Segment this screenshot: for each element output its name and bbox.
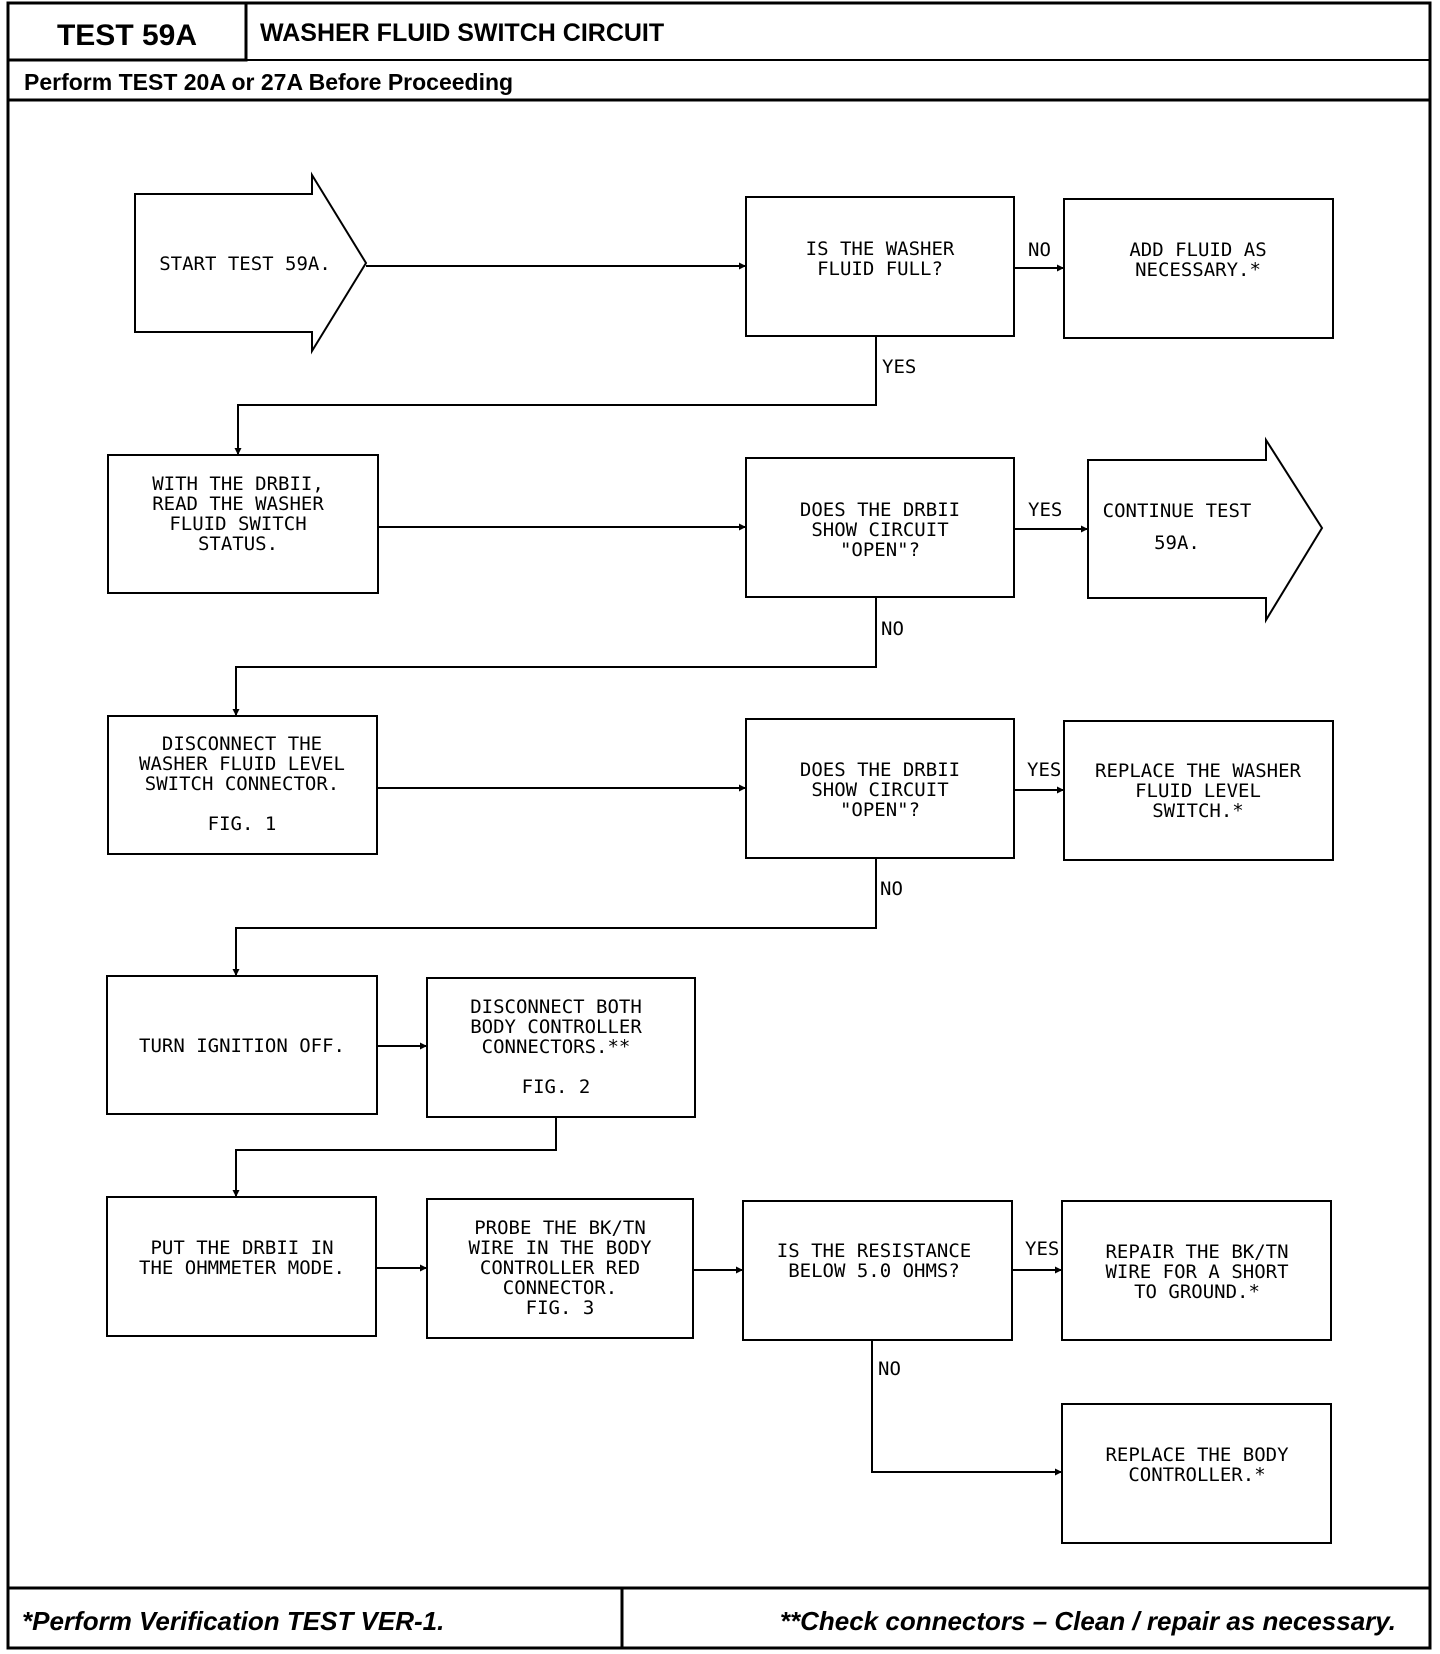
node-text-line: SHOW CIRCUIT — [811, 779, 948, 801]
label-open1-no: NO — [881, 618, 904, 640]
node-text-line: REPLACE THE WASHER — [1095, 760, 1301, 782]
node-text-line: CONTROLLER RED — [480, 1257, 640, 1279]
node-replace-switch — [1063, 720, 1334, 861]
page-frame — [6, 1, 1432, 1650]
edge-full-yes — [234, 336, 877, 455]
node-text-line: PUT THE DRBII IN — [150, 1237, 333, 1259]
page-subtitle: Perform TEST 20A or 27A Before Proceedin… — [24, 69, 513, 95]
node-text-line: DISCONNECT BOTH — [470, 996, 642, 1018]
node-replace-bc — [1061, 1403, 1332, 1544]
node-text-line: REPAIR THE BK/TN — [1105, 1241, 1288, 1263]
label-full-yes: YES — [882, 356, 916, 378]
edge-open1-no — [232, 597, 877, 716]
node-ohm-mode — [106, 1196, 377, 1337]
node-q-open1 — [745, 457, 1015, 598]
node-probe — [426, 1198, 694, 1339]
footer-note-right: **Check connectors – Clean / repair as n… — [780, 1606, 1396, 1636]
node-read-status — [107, 454, 379, 594]
node-text-line: FLUID LEVEL — [1135, 780, 1261, 802]
node-text-line: CONTROLLER.* — [1128, 1464, 1265, 1486]
test-id: TEST 59A — [57, 19, 197, 52]
node-add-fluid — [1063, 198, 1334, 339]
edge-open2-no — [232, 858, 877, 976]
node-text-line: FIG. 1 — [208, 813, 277, 835]
node-text-line: TURN IGNITION OFF. — [139, 1035, 345, 1057]
node-q-open2 — [745, 718, 1015, 859]
node-text-line: FLUID FULL? — [817, 258, 943, 280]
node-text-line: DISCONNECT THE — [162, 733, 322, 755]
label-resist-yes: YES — [1025, 1238, 1059, 1260]
node-text-line: IS THE WASHER — [806, 238, 955, 260]
node-text-line: DOES THE DRBII — [800, 759, 960, 781]
page-title: WASHER FLUID SWITCH CIRCUIT — [260, 19, 664, 47]
node-text-line: "OPEN"? — [840, 799, 920, 821]
node-disconnect-bc — [426, 977, 696, 1118]
footer-note-left: *Perform Verification TEST VER-1. — [22, 1606, 444, 1636]
node-text-line: WASHER FLUID LEVEL — [139, 753, 345, 775]
node-text-line: "OPEN"? — [840, 539, 920, 561]
start-arrow — [134, 171, 368, 355]
label-open2-no: NO — [880, 878, 903, 900]
label-open2-yes: YES — [1027, 759, 1061, 781]
node-text-line: WIRE FOR A SHORT — [1105, 1261, 1288, 1283]
node-text-line: REPLACE THE BODY — [1105, 1444, 1289, 1466]
node-text-line: FIG. 2 — [522, 1076, 591, 1098]
node-text-line: PROBE THE BK/TN — [474, 1217, 646, 1239]
node-ign-off — [106, 975, 378, 1115]
node-text-line: CONTINUE TEST — [1103, 500, 1252, 522]
node-text-line: START TEST 59A. — [159, 253, 331, 275]
label-open1-yes: YES — [1028, 499, 1062, 521]
continue-arrow — [1087, 436, 1324, 624]
node-text-line: WIRE IN THE BODY — [468, 1237, 652, 1259]
node-text-line: IS THE RESISTANCE — [777, 1240, 971, 1262]
edge-bc-to-ohm — [232, 1117, 557, 1197]
node-text-line: BODY CONTROLLER — [470, 1016, 642, 1038]
continue-text: CONTINUE TEST 59A. — [1103, 500, 1252, 554]
node-text-line: SWITCH.* — [1152, 800, 1244, 822]
node-text-line: 59A. — [1154, 532, 1200, 554]
ign-off-text: TURN IGNITION OFF. — [139, 1035, 345, 1057]
node-text-line: FLUID SWITCH — [169, 513, 306, 535]
node-disconnect-switch — [107, 715, 378, 855]
label-full-no: NO — [1028, 239, 1051, 261]
edge-resist-no — [871, 1340, 1062, 1476]
node-repair-wire — [1061, 1200, 1332, 1341]
node-text-line: SWITCH CONNECTOR. — [145, 773, 339, 795]
node-text-line: ADD FLUID AS — [1129, 239, 1266, 261]
node-text-line: STATUS. — [198, 533, 278, 555]
node-text-line: WITH THE DRBII, — [152, 473, 324, 495]
label-resist-no: NO — [878, 1358, 901, 1380]
node-text-line: CONNECTORS.** — [482, 1036, 631, 1058]
node-text-line: TO GROUND.* — [1134, 1281, 1260, 1303]
node-text-line: FIG. 3 — [526, 1297, 595, 1319]
node-text-line: BELOW 5.0 OHMS? — [788, 1260, 960, 1282]
node-text-line: CONNECTOR. — [503, 1277, 617, 1299]
node-text-line: SHOW CIRCUIT — [811, 519, 948, 541]
node-text-line: READ THE WASHER — [152, 493, 324, 515]
start-text: START TEST 59A. — [159, 253, 331, 275]
node-text-line: DOES THE DRBII — [800, 499, 960, 521]
node-text-line: THE OHMMETER MODE. — [139, 1257, 345, 1279]
node-text-line: NECESSARY.* — [1135, 259, 1261, 281]
